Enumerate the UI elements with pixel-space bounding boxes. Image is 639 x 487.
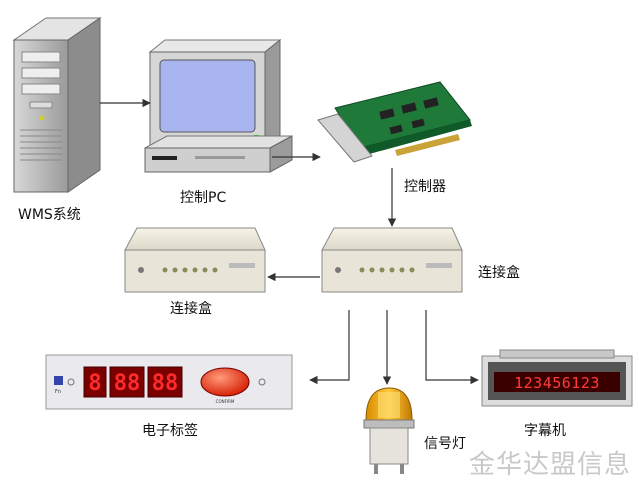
- label-signal-light: 信号灯: [424, 436, 466, 452]
- label-connection-box-right: 连接盒: [478, 265, 520, 281]
- label-connection-box-left: 连接盒: [170, 301, 212, 317]
- connection-box-right-icon: [321, 227, 463, 293]
- signal-light-icon: [363, 387, 415, 474]
- label-controller: 控制器: [404, 179, 446, 195]
- etag-digit-1: 8: [88, 371, 101, 396]
- arrow-box-to-marquee: [425, 310, 479, 385]
- etag-digit-3: 88: [152, 371, 179, 396]
- arrow-box-to-etag: [309, 310, 350, 385]
- watermark-text: 金华达盟信息: [468, 450, 631, 480]
- etag-side-caption: Fn: [55, 389, 61, 395]
- wms-server-icon: [12, 17, 102, 193]
- electronic-tag-icon: [45, 354, 293, 410]
- label-electronic-tag: 电子标签: [142, 423, 198, 439]
- etag-digit-2: 88: [114, 371, 141, 396]
- control-pc-icon: [144, 38, 293, 173]
- marquee-text: 123456123: [514, 374, 600, 392]
- label-control-pc: 控制PC: [180, 190, 227, 206]
- controller-card-icon: [317, 81, 472, 163]
- label-marquee: 字幕机: [524, 423, 566, 439]
- label-wms: WMS系统: [18, 207, 81, 223]
- connection-arrows: [100, 98, 479, 385]
- etag-button-caption: CONFIRM: [216, 399, 235, 404]
- connection-box-left-icon: [124, 227, 266, 293]
- marquee-display-icon: [481, 349, 633, 407]
